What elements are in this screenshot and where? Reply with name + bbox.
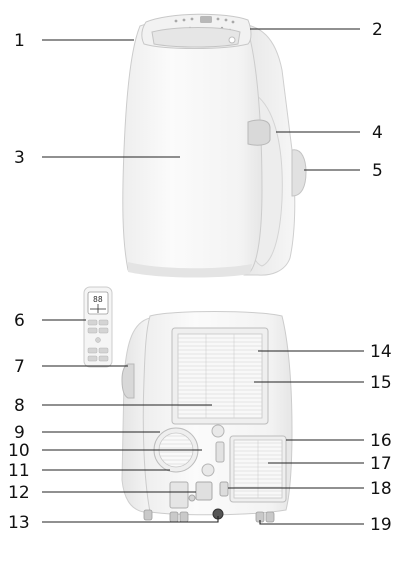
exhaust-fitting — [291, 149, 307, 197]
callout-18: 18 — [370, 479, 392, 499]
callout-15: 15 — [370, 373, 392, 393]
exhaust-port-lines — [159, 435, 193, 465]
callout-7: 7 — [14, 357, 25, 377]
leader-13 — [42, 516, 219, 523]
leader-19 — [259, 520, 364, 525]
remote-buttons — [87, 319, 109, 362]
callout-1: 1 — [14, 31, 25, 51]
callout-6: 6 — [14, 311, 25, 331]
hose-clip — [215, 441, 225, 463]
upper-grille-lines — [178, 334, 262, 418]
callout-4: 4 — [372, 123, 383, 143]
rear-knob-upper — [211, 424, 225, 438]
callout-13: 13 — [8, 513, 30, 533]
callout-5: 5 — [372, 161, 383, 181]
leader-lines — [42, 28, 364, 525]
callout-14: 14 — [370, 342, 392, 362]
callout-19: 19 — [370, 515, 392, 535]
remote-control: 88 — [83, 286, 113, 368]
top-indicator — [228, 36, 236, 44]
callout-9: 9 — [14, 423, 25, 443]
power-socket — [195, 481, 213, 501]
callout-2: 2 — [372, 20, 383, 40]
callout-numbers: 1 2 3 4 5 6 7 8 9 10 11 12 13 14 15 16 1… — [8, 20, 392, 535]
callout-3: 3 — [14, 148, 25, 168]
front-unit — [122, 13, 307, 278]
upper-filter-grille — [177, 333, 263, 419]
cord-holder-screw — [188, 494, 196, 502]
cord-holder — [169, 481, 189, 509]
drain-plug — [219, 481, 229, 497]
front-unit-base — [128, 262, 252, 278]
carry-handle — [247, 119, 271, 146]
rear-knob-lower — [201, 463, 215, 477]
front-unit-body — [122, 18, 263, 277]
air-outlet-louver — [151, 27, 241, 48]
rear-handle — [121, 363, 135, 399]
callout-16: 16 — [370, 431, 392, 451]
rear-unit — [121, 311, 293, 523]
callout-10: 10 — [8, 441, 30, 461]
lower-grille-lines — [234, 440, 282, 498]
callout-17: 17 — [370, 454, 392, 474]
remote-display-reading: 88 — [93, 295, 103, 304]
callout-12: 12 — [8, 483, 30, 503]
callout-8: 8 — [14, 396, 25, 416]
callout-11: 11 — [8, 461, 30, 481]
